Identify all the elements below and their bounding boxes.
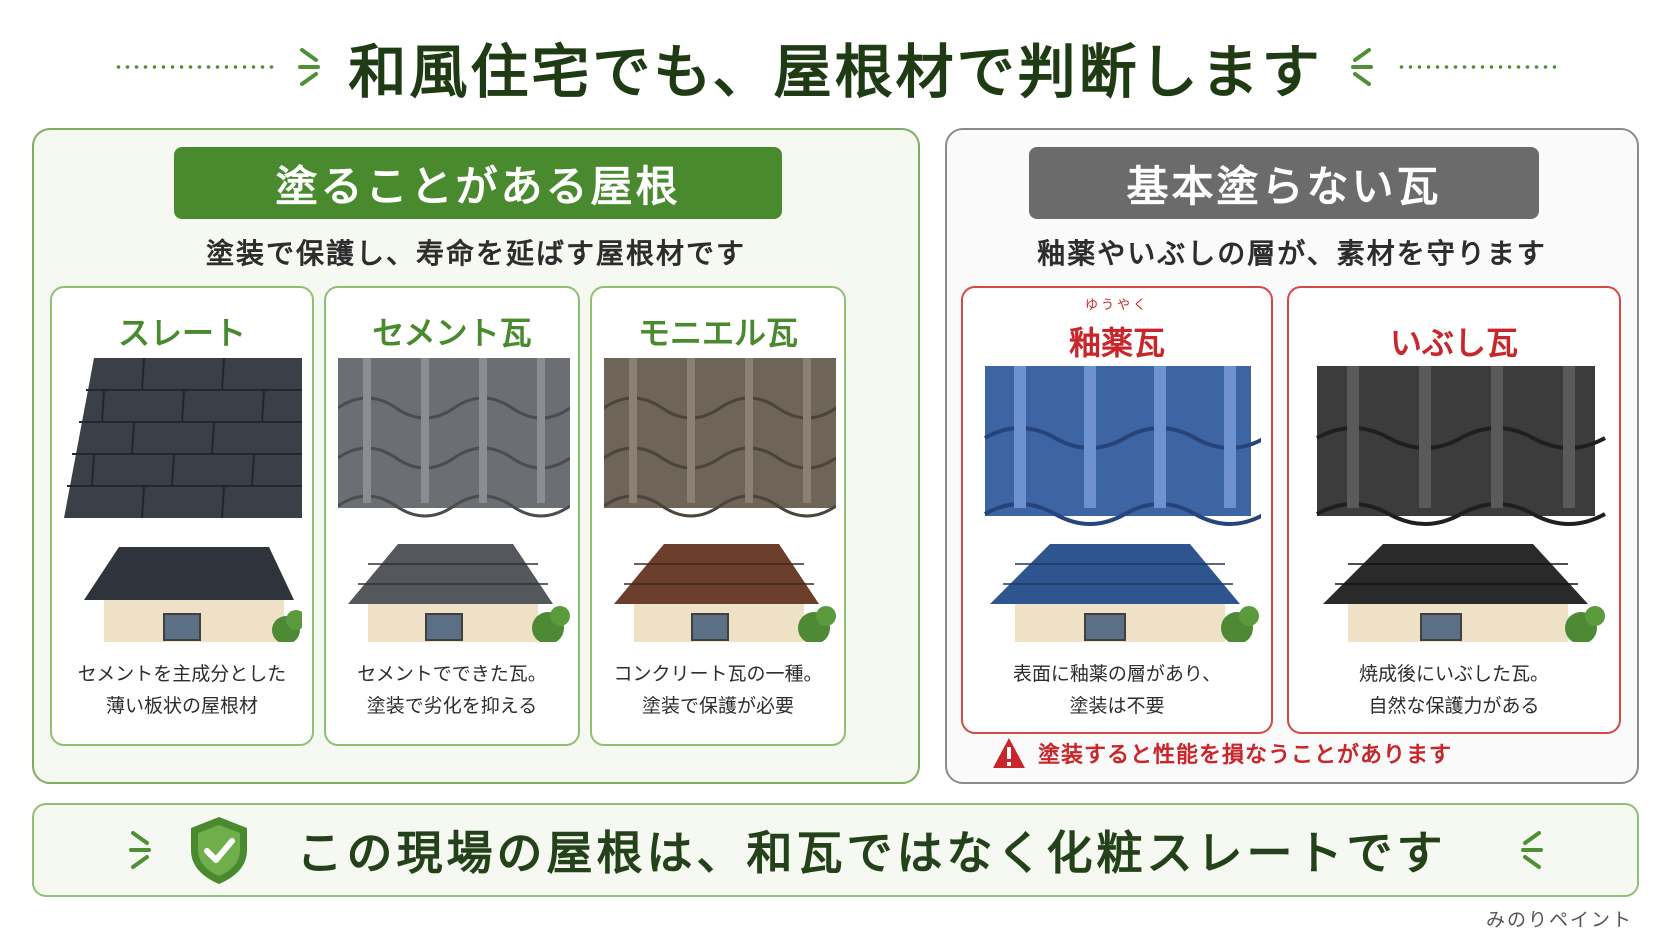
sparkle-icon xyxy=(128,831,151,869)
ibushi-tile-image xyxy=(1316,366,1606,526)
non-paint-tile-header: 基本塗らない瓦 xyxy=(1029,147,1539,219)
card-description: コンクリート瓦の一種。 塗装で保護が必要 xyxy=(613,663,823,717)
cement-house-image xyxy=(348,544,570,642)
title-dots-right xyxy=(1396,65,1557,69)
warning-text: 塗装すると性能を損なうことがあります xyxy=(1038,743,1453,768)
brand-name: みのりペイント xyxy=(1485,909,1633,931)
title-row: 和風住宅でも、屋根材で判断します xyxy=(0,22,1671,112)
conclusion-bar: この現場の屋根は、和瓦ではなく化粧スレートです xyxy=(32,803,1639,897)
card-cement-tile: セメント瓦 セメントでできた瓦。 塗装で劣化を抑える xyxy=(324,286,580,746)
sparkle-icon xyxy=(1350,48,1373,86)
shield-check-icon xyxy=(190,817,247,884)
card-title: スレート xyxy=(117,314,246,352)
card-glazed-tile: ゆうやく 釉薬瓦 表面に釉薬の層があり、 塗装は不要 xyxy=(961,286,1273,734)
card-monier-tile: モニエル瓦 コンクリート瓦の一種。 塗装で保護が必要 xyxy=(590,286,846,746)
card-description: 焼成後にいぶした瓦。 自然な保護力がある xyxy=(1358,663,1549,717)
card-ruby: ゆうやく xyxy=(1084,298,1149,313)
cement-tile-image xyxy=(338,358,570,518)
paintable-roof-header: 塗ることがある屋根 xyxy=(174,147,782,219)
card-ibushi-tile: いぶし瓦 焼成後にいぶした瓦。 自然な保護力がある xyxy=(1287,286,1621,734)
non-paint-tile-subtitle: 釉薬やいぶしの層が、素材を守ります xyxy=(1037,237,1547,270)
card-description: セメントでできた瓦。 塗装で劣化を抑える xyxy=(357,663,547,717)
card-description: セメントを主成分とした 薄い板状の屋根材 xyxy=(77,663,287,717)
page-title: 和風住宅でも、屋根材で判断します xyxy=(348,38,1323,106)
warning-icon xyxy=(993,738,1025,768)
paintable-roof-panel: 塗ることがある屋根 塗装で保護し、寿命を延ばす屋根材です スレート セメントを主… xyxy=(32,128,920,784)
warning-notice: 塗装すると性能を損なうことがあります xyxy=(992,733,1612,773)
monier-house-image xyxy=(614,544,836,642)
non-paint-tile-panel: 基本塗らない瓦 釉薬やいぶしの層が、素材を守ります ゆうやく 釉薬瓦 xyxy=(945,128,1639,784)
glazed-house-image xyxy=(990,544,1259,642)
conclusion-text: この現場の屋根は、和瓦ではなく化粧スレートです xyxy=(296,826,1447,880)
card-title: モニエル瓦 xyxy=(637,314,798,352)
paintable-roof-subtitle: 塗装で保護し、寿命を延ばす屋根材です xyxy=(205,237,746,270)
title-dots-left xyxy=(114,65,275,69)
slate-house-image xyxy=(84,547,302,642)
card-title: セメント瓦 xyxy=(372,314,532,352)
monier-tile-image xyxy=(604,358,836,518)
card-title: 釉薬瓦 xyxy=(1068,324,1165,362)
slate-tile-image xyxy=(64,358,302,519)
sparkle-icon xyxy=(1520,831,1543,869)
card-title: いぶし瓦 xyxy=(1389,324,1518,362)
card-description: 表面に釉薬の層があり、 塗装は不要 xyxy=(1012,663,1222,717)
card-slate: スレート セメントを主成分とした 薄い板状の屋根材 xyxy=(50,286,314,746)
ibushi-house-image xyxy=(1323,544,1605,642)
glazed-tile-image xyxy=(984,366,1261,526)
sparkle-icon xyxy=(298,48,321,86)
